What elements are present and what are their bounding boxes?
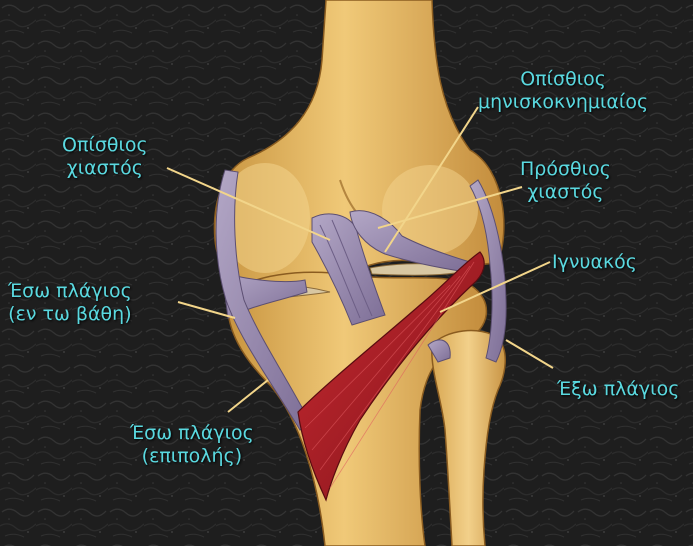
label-anterior-cruciate: Πρόσθιος χιαστός	[520, 158, 611, 204]
label-popliteus: Ιγνυακός	[552, 251, 637, 274]
label-medial-collateral-deep: Έσω πλάγιος (εν τω βάθη)	[8, 280, 132, 326]
label-medial-collateral-deep-line2: (εν τω βάθη)	[8, 303, 132, 326]
label-popliteus-line1: Ιγνυακός	[552, 251, 637, 274]
label-medial-collateral-superficial-line2: (επιπολής)	[130, 445, 254, 468]
label-lateral-collateral-line1: Έξω πλάγιος	[557, 378, 679, 401]
label-posterior-cruciate-line2: χιαστός	[62, 157, 148, 180]
label-posterior-cruciate: Οπίσθιος χιαστός	[62, 134, 148, 180]
label-anterior-cruciate-line2: χιαστός	[520, 181, 611, 204]
label-medial-collateral-superficial-line1: Έσω πλάγιος	[130, 422, 254, 445]
label-medial-collateral-deep-line1: Έσω πλάγιος	[8, 280, 132, 303]
label-lateral-collateral: Έξω πλάγιος	[557, 378, 679, 401]
label-posterior-meniscofemoral-line2: μηνισκοκνημιαίος	[478, 91, 648, 114]
label-posterior-meniscofemoral-line1: Οπίσθιος	[478, 68, 648, 91]
label-posterior-meniscofemoral: Οπίσθιος μηνισκοκνημιαίος	[478, 68, 648, 114]
label-anterior-cruciate-line1: Πρόσθιος	[520, 158, 611, 181]
label-medial-collateral-superficial: Έσω πλάγιος (επιπολής)	[130, 422, 254, 468]
label-posterior-cruciate-line1: Οπίσθιος	[62, 134, 148, 157]
